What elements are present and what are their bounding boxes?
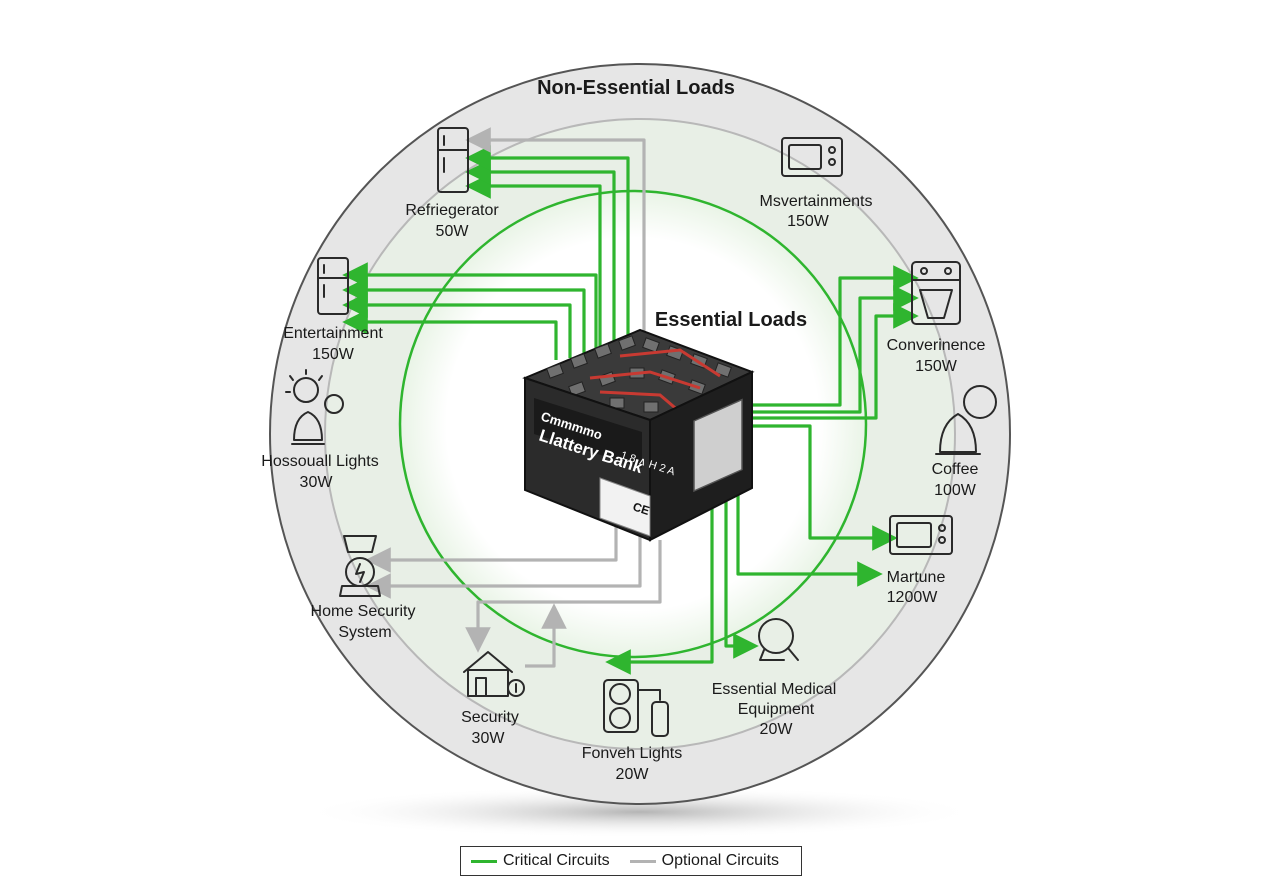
legend-label-optional: Optional Circuits	[661, 852, 780, 869]
svg-text:100W: 100W	[934, 482, 977, 499]
svg-text:Equipment: Equipment	[738, 701, 815, 718]
svg-text:20W: 20W	[760, 721, 794, 738]
house-icon	[463, 651, 525, 697]
svg-text:Refriegerator: Refriegerator	[405, 202, 499, 219]
refrigerator-icon	[437, 127, 469, 193]
load-label-convenience: Converinence 150W	[887, 337, 986, 375]
legend-label-critical: Critical Circuits	[503, 852, 610, 869]
medical-device-icon	[603, 679, 669, 737]
magnifier-icon	[758, 618, 799, 661]
svg-text:Martune: Martune	[887, 569, 946, 586]
svg-text:150W: 150W	[312, 346, 355, 363]
svg-text:150W: 150W	[915, 358, 958, 375]
svg-text:Essential Medical: Essential Medical	[712, 681, 837, 698]
load-label-security: Security 30W	[461, 709, 519, 747]
legend-item-optional: Optional Circuits	[629, 852, 780, 870]
svg-text:System: System	[338, 624, 391, 641]
security-device-icon	[339, 535, 381, 597]
svg-text:20W: 20W	[616, 766, 650, 783]
load-label-refrigerator: Refriegerator 50W	[405, 202, 499, 240]
load-label-household-lights: Hossouall Lights 30W	[261, 453, 378, 491]
load-label-entertainment: Entertainment 150W	[283, 325, 383, 363]
coffee-maker-icon	[911, 261, 961, 325]
non-essential-title: Non-Essential Loads	[537, 77, 735, 99]
essential-title: Essential Loads	[655, 309, 807, 331]
load-label-home-security: Home Security System	[311, 603, 416, 641]
svg-text:150W: 150W	[787, 213, 830, 230]
load-label-fonveh-lights: Fonveh Lights 20W	[582, 745, 683, 783]
svg-text:Hossouall Lights: Hossouall Lights	[261, 453, 378, 470]
light-bulbs-icon	[285, 369, 344, 445]
lamp-icon	[935, 385, 997, 455]
load-label-microwave-top: Msvertainments 150W	[760, 193, 873, 230]
microwave-icon	[781, 137, 843, 177]
svg-text:Coffee: Coffee	[932, 461, 979, 478]
battery-ce-mark: CE	[631, 500, 651, 518]
load-label-martune: Martune 1200W	[887, 569, 946, 606]
svg-text:Converinence: Converinence	[887, 337, 986, 354]
svg-text:50W: 50W	[436, 223, 470, 240]
svg-text:30W: 30W	[472, 730, 506, 747]
load-label-coffee: Coffee 100W	[932, 461, 979, 499]
battery-terminals	[546, 335, 732, 413]
legend-swatch-critical	[471, 859, 497, 863]
legend-swatch-optional	[629, 859, 656, 863]
legend: Critical Circuits Optional Circuits	[460, 846, 802, 876]
svg-text:Entertainment: Entertainment	[283, 325, 383, 342]
optional-wires	[365, 127, 662, 668]
load-label-medical: Essential Medical Equipment 20W	[712, 681, 837, 738]
svg-text:Security: Security	[461, 709, 519, 726]
svg-text:Fonveh Lights: Fonveh Lights	[582, 745, 683, 762]
svg-text:Msvertainments: Msvertainments	[760, 193, 873, 210]
legend-item-critical: Critical Circuits	[471, 852, 610, 870]
refrigerator-icon	[317, 257, 349, 315]
battery-bank: Cmmmmo Llattery Bank 1 8 ∧ H 2 A CE	[522, 328, 755, 542]
microwave-icon	[889, 515, 953, 555]
svg-text:Home Security: Home Security	[311, 603, 416, 620]
floor-shadow	[300, 786, 980, 838]
svg-text:1200W: 1200W	[887, 589, 939, 606]
svg-text:30W: 30W	[300, 474, 334, 491]
